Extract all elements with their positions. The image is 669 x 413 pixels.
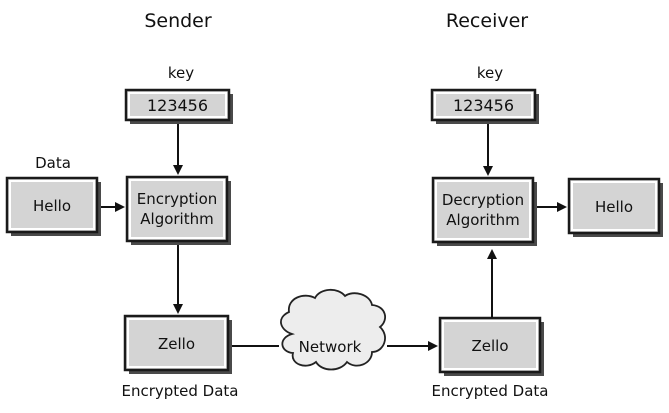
sender-plaintext-box: Hello bbox=[5, 176, 101, 236]
receiver-key-value: 123456 bbox=[453, 96, 514, 115]
decryption-algorithm-box: Decryption Algorithm bbox=[431, 176, 537, 246]
decryption-algorithm-line2: Algorithm bbox=[446, 211, 519, 229]
sender-plaintext-text: Hello bbox=[33, 197, 71, 215]
network-label: Network bbox=[299, 338, 362, 356]
sender-ciphertext-caption: Encrypted Data bbox=[121, 382, 238, 400]
receiver-plaintext-box: Hello bbox=[567, 177, 663, 237]
receiver-heading: Receiver bbox=[446, 10, 528, 32]
sender-ciphertext-box: Zello bbox=[123, 314, 232, 374]
receiver-ciphertext-text: Zello bbox=[471, 337, 508, 355]
encryption-algorithm-line1: Encryption bbox=[137, 190, 218, 208]
sender-key-value: 123456 bbox=[147, 96, 208, 115]
receiver-ciphertext-box: Zello bbox=[438, 316, 544, 376]
encryption-algorithm-box: Encryption Algorithm bbox=[125, 175, 231, 245]
network-cloud: Network bbox=[280, 288, 387, 371]
sender-heading: Sender bbox=[144, 10, 212, 32]
sender-key-box: 123456 bbox=[124, 88, 233, 124]
sender-ciphertext-text: Zello bbox=[158, 335, 195, 353]
receiver-key-box: 123456 bbox=[430, 88, 539, 124]
sender-key-label: key bbox=[168, 64, 194, 82]
encryption-algorithm-line2: Algorithm bbox=[140, 210, 213, 228]
receiver-ciphertext-caption: Encrypted Data bbox=[431, 382, 548, 400]
data-label: Data bbox=[35, 154, 71, 172]
decryption-algorithm-line1: Decryption bbox=[442, 191, 524, 209]
receiver-key-label: key bbox=[477, 64, 503, 82]
receiver-plaintext-text: Hello bbox=[595, 198, 633, 216]
